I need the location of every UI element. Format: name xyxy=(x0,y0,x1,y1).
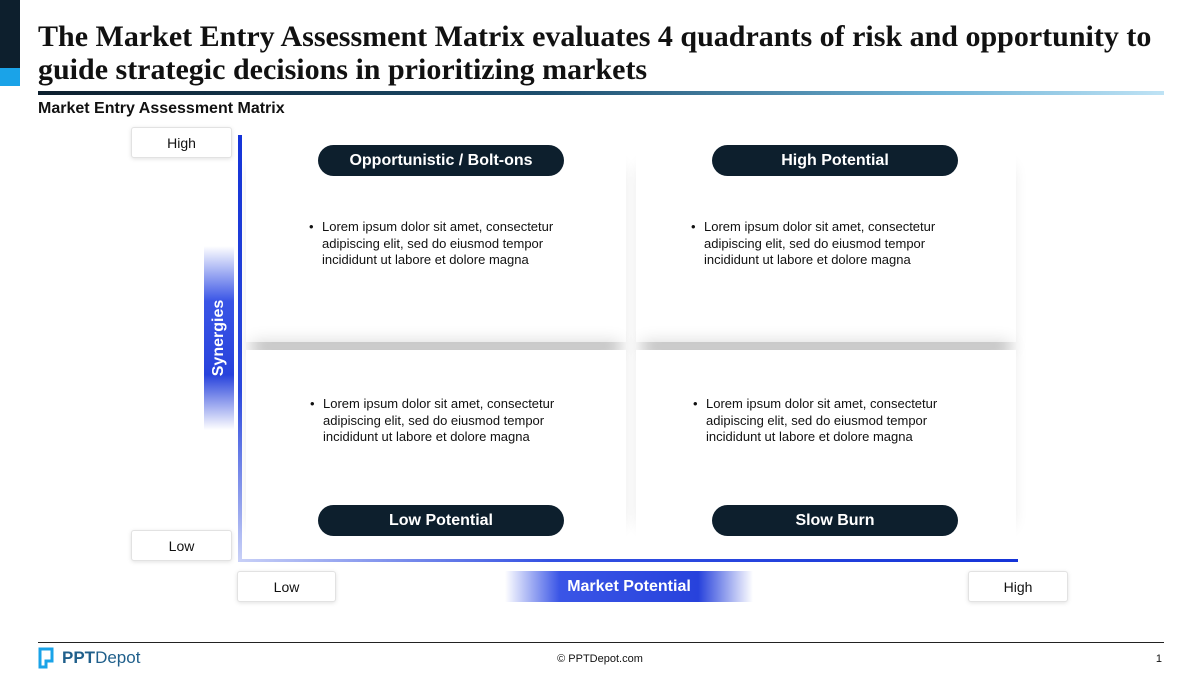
quadrant-title-slow-burn: Slow Burn xyxy=(712,505,958,536)
y-axis-title-text: Synergies xyxy=(210,299,227,377)
footer-divider xyxy=(38,642,1164,643)
y-axis-high-label: High xyxy=(131,127,232,158)
page-number: 1 xyxy=(1155,653,1162,665)
diagram-subtitle: Market Entry Assessment Matrix xyxy=(38,100,285,117)
quadrant-title-high-potential: High Potential xyxy=(712,145,958,176)
y-axis-low-label: Low xyxy=(131,530,232,561)
logo-text: Depot xyxy=(95,648,141,667)
quadrant-text-low-potential: Lorem ipsum dolor sit amet, consectetur … xyxy=(310,396,580,446)
footer-copyright: © PPTDepot.com xyxy=(557,653,643,665)
logo-text-bold: PPT xyxy=(62,648,96,667)
quadrant-text-opportunistic: Lorem ipsum dolor sit amet, consectetur … xyxy=(309,219,579,269)
quadrant-title-low-potential: Low Potential xyxy=(318,505,564,536)
logo-mark-icon xyxy=(38,647,54,669)
y-axis-title: Synergies xyxy=(204,246,234,430)
quadrant-text-high-potential: Lorem ipsum dolor sit amet, consectetur … xyxy=(691,219,961,269)
x-axis-high-label: High xyxy=(968,571,1068,602)
quadrant-title-opportunistic: Opportunistic / Bolt-ons xyxy=(318,145,564,176)
x-axis-low-label: Low xyxy=(237,571,336,602)
page-title: The Market Entry Assessment Matrix evalu… xyxy=(38,20,1152,86)
accent-bar-light xyxy=(0,68,20,86)
title-divider xyxy=(38,91,1164,95)
accent-bar-dark xyxy=(0,0,20,68)
quadrant-text-slow-burn: Lorem ipsum dolor sit amet, consectetur … xyxy=(693,396,963,446)
x-axis-title: Market Potential xyxy=(505,571,753,602)
x-axis-line xyxy=(238,559,1018,562)
y-axis-line xyxy=(238,135,242,560)
